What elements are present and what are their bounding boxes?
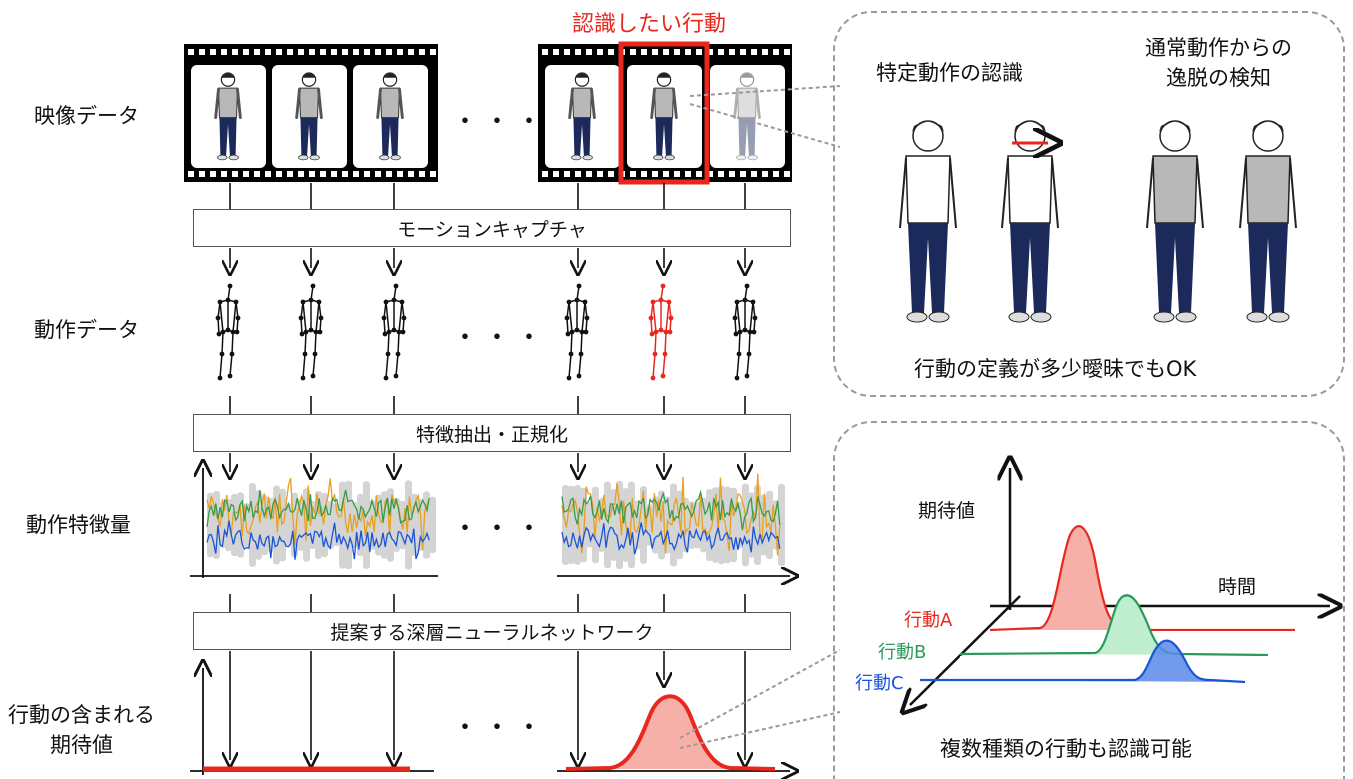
skeleton	[564, 283, 590, 381]
ellipsis-feature: ・・・	[452, 514, 549, 544]
person-figure	[376, 72, 404, 161]
legend-action-a: 行動A	[904, 610, 953, 631]
curve-action-a	[989, 525, 1295, 632]
feature-chart-right	[557, 473, 790, 576]
skeleton	[732, 283, 758, 381]
mocap-box: モーションキャプチャ	[193, 209, 791, 247]
legend-action-c: 行動C	[855, 673, 904, 694]
person-normal	[1146, 120, 1204, 323]
expectation-chart	[190, 668, 790, 775]
person-figure	[295, 72, 323, 161]
person-figure	[733, 72, 761, 161]
ellipsis-video: ・・・	[452, 107, 549, 137]
sprockets	[542, 49, 790, 177]
person-deviation	[1239, 120, 1297, 323]
skeleton	[381, 283, 407, 381]
top-right-panel	[833, 11, 1345, 397]
row-label-expectation: 行動の含まれる 期待値	[8, 703, 155, 758]
expectation-peak	[565, 694, 776, 771]
row-label-feature: 動作特徴量	[26, 513, 131, 537]
axis-label-expectation: 期待値	[918, 500, 976, 522]
ellipsis-expectation: ・・・	[452, 713, 549, 743]
person-figure	[568, 72, 596, 161]
panel-top-left-title: 特定動作の認識	[876, 61, 1023, 85]
skeleton	[215, 283, 241, 381]
panel-top-footer: 行動の定義が多少曖昧でもOK	[914, 357, 1197, 381]
frame-figures	[214, 72, 761, 161]
multi-action-chart	[910, 468, 1330, 705]
row-label-motion: 動作データ	[34, 318, 139, 342]
axis-label-time: 時間	[1218, 576, 1257, 598]
panel-bottom-footer: 複数種類の行動も認識可能	[940, 737, 1192, 761]
target-action-label: 認識したい行動	[572, 12, 727, 37]
ellipsis-motion: ・・・	[452, 323, 549, 353]
panel-people	[899, 120, 1297, 323]
curve-action-c	[920, 639, 1246, 684]
sprockets	[188, 49, 436, 177]
feature-chart-left	[190, 468, 438, 578]
person-figure	[214, 72, 242, 161]
panel-top-right-title: 通常動作からの 逸脱の検知	[1145, 36, 1292, 91]
feature-extraction-box: 特徴抽出・正規化	[193, 414, 791, 452]
skeleton-figures	[215, 283, 758, 381]
callout-lines	[679, 85, 841, 749]
bottom-right-panel	[833, 421, 1345, 779]
skeleton	[298, 283, 324, 381]
connectors	[230, 183, 745, 760]
legend-action-b: 行動B	[878, 642, 927, 663]
skeleton	[648, 283, 674, 381]
row-label-video: 映像データ	[34, 104, 139, 128]
person-phone	[899, 120, 957, 323]
person-figure	[650, 72, 678, 161]
network-box: 提案する深層ニューラルネットワーク	[193, 612, 791, 650]
